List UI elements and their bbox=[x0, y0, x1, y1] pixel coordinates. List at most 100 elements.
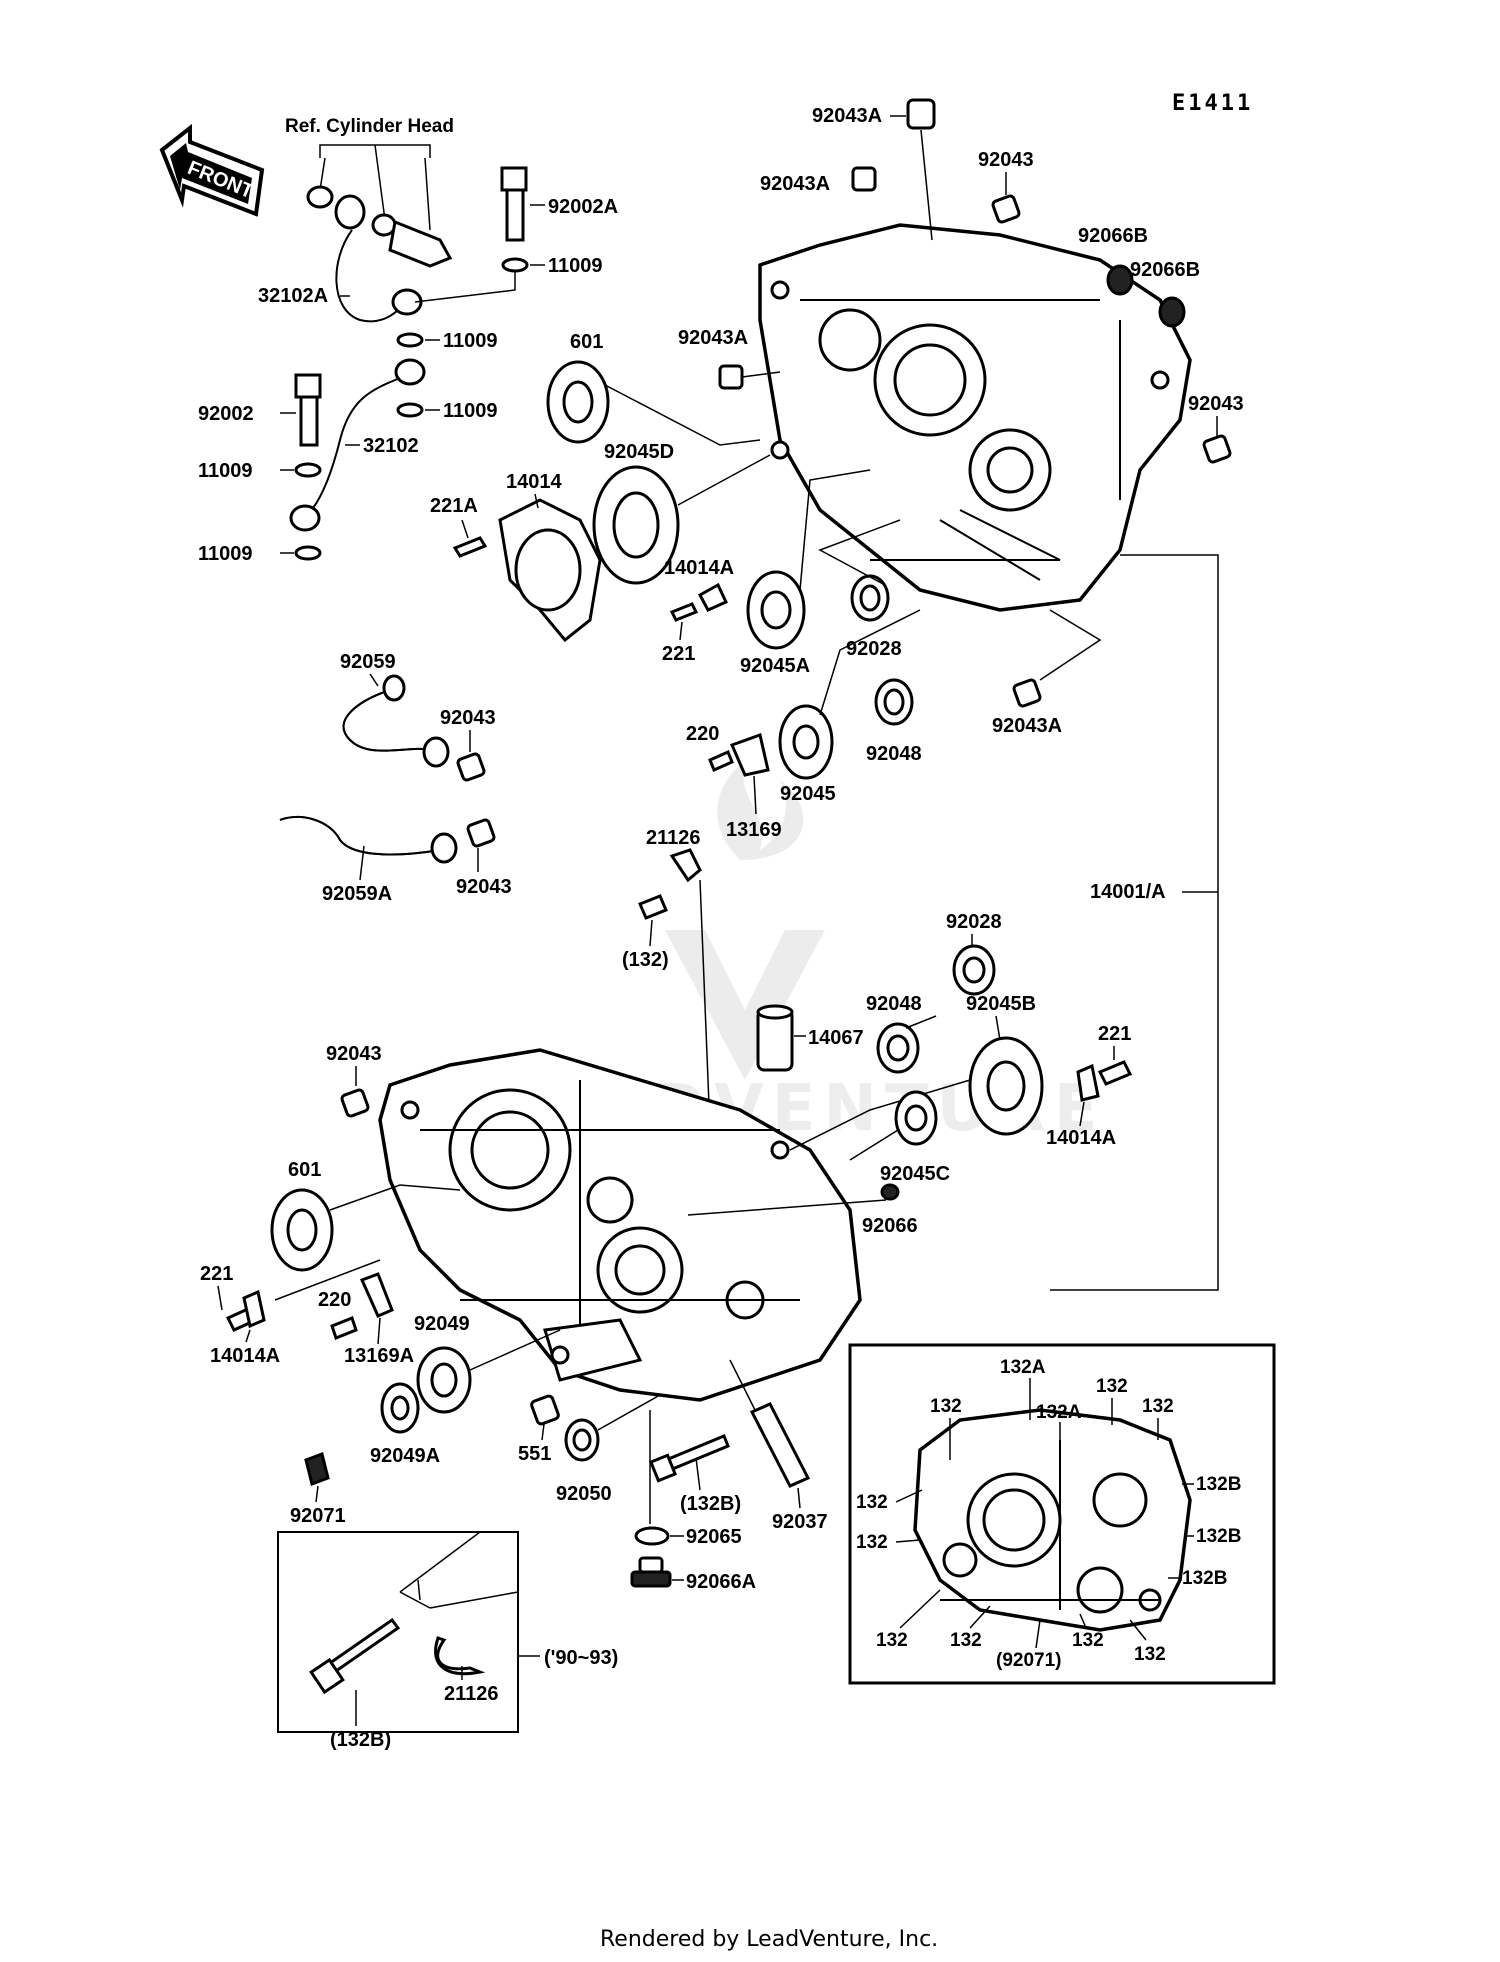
oil-seal-92066b-2 bbox=[1158, 296, 1186, 328]
inset-label-132-c: 132 bbox=[1142, 1396, 1174, 1417]
label-601-low: 601 bbox=[288, 1159, 321, 1181]
label-92048-top: 92048 bbox=[866, 743, 922, 765]
label-32102a: 32102A bbox=[258, 285, 328, 307]
seal-92028-top bbox=[850, 574, 890, 622]
label-551: 551 bbox=[518, 1443, 551, 1465]
bearing-92045c bbox=[894, 1090, 938, 1146]
cover-14014-inner bbox=[514, 528, 582, 612]
seal-92049 bbox=[416, 1346, 472, 1414]
label-221-right: 221 bbox=[1098, 1023, 1131, 1045]
seal-92049a bbox=[380, 1382, 420, 1434]
inset-label-132b-3: 132B bbox=[1182, 1568, 1227, 1589]
hose-92059 bbox=[342, 674, 450, 768]
front-arrow-icon: FRONT bbox=[159, 123, 265, 217]
label-92028-top: 92028 bbox=[846, 638, 902, 660]
washer-11009-b bbox=[396, 332, 424, 348]
label-92043-mid: 92043 bbox=[440, 707, 496, 729]
banjo-bolt-92002a bbox=[500, 166, 529, 273]
label-92045c: 92045C bbox=[880, 1163, 950, 1185]
washer-11009-c bbox=[396, 402, 424, 418]
label-14014a-top: 14014A bbox=[664, 557, 734, 579]
washer-92065 bbox=[634, 1526, 670, 1546]
label-14014a-right: 14014A bbox=[1046, 1127, 1116, 1149]
inset-label-92071: (92071) bbox=[996, 1650, 1062, 1671]
footer-credit: Rendered by LeadVenture, Inc. bbox=[600, 1927, 938, 1952]
dowel-92043-low bbox=[466, 818, 496, 848]
label-14001a: 14001/A bbox=[1090, 881, 1166, 903]
oil-seal-92066b-1 bbox=[1106, 264, 1134, 296]
label-92066a: 92066A bbox=[686, 1571, 756, 1593]
dowel-92043-top bbox=[991, 194, 1021, 224]
label-11009-c: 11009 bbox=[443, 400, 498, 422]
label-221-top: 221 bbox=[662, 643, 695, 665]
inset-label-132a-1: 132A bbox=[1000, 1357, 1046, 1378]
label-92002a: 92002A bbox=[548, 196, 618, 218]
dowel-92043a-3 bbox=[718, 364, 744, 390]
label-92045: 92045 bbox=[780, 783, 836, 805]
drain-plug-92066a bbox=[630, 1556, 672, 1588]
label-11009-d: 11009 bbox=[198, 460, 253, 482]
label-220-top: 220 bbox=[686, 723, 719, 745]
label-32102: 32102 bbox=[363, 435, 419, 457]
washer-11009-e bbox=[294, 545, 322, 561]
label-92071: 92071 bbox=[290, 1505, 346, 1527]
inset-label-132a-2: 132A bbox=[1036, 1402, 1082, 1423]
bearing-92045 bbox=[778, 704, 834, 780]
crankcase-right-half bbox=[758, 223, 1192, 612]
inset-label-132-a: 132 bbox=[930, 1396, 962, 1417]
dowel-551 bbox=[530, 1394, 560, 1426]
label-11009-a: 11009 bbox=[548, 255, 603, 277]
label-92043a-4: 92043A bbox=[992, 715, 1062, 737]
label-14014: 14014 bbox=[506, 471, 562, 493]
label-13169: 13169 bbox=[726, 819, 782, 841]
label-221-left: 221 bbox=[200, 1263, 233, 1285]
label-92043a-top: 92043A bbox=[812, 105, 882, 127]
label-92043-top: 92043 bbox=[978, 149, 1034, 171]
bearing-92045a bbox=[746, 570, 806, 650]
label-92048-low: 92048 bbox=[866, 993, 922, 1015]
label-92043a-2: 92043A bbox=[760, 173, 830, 195]
label-92066: 92066 bbox=[862, 1215, 918, 1237]
screw-220-low bbox=[330, 1316, 358, 1340]
assembly-bracket-14001a bbox=[1050, 554, 1219, 1291]
screw-220-top bbox=[708, 749, 734, 773]
inset-label-132-h: 132 bbox=[1072, 1630, 1104, 1651]
label-92050: 92050 bbox=[556, 1483, 612, 1505]
label-92049: 92049 bbox=[414, 1313, 470, 1335]
seal-92048-low bbox=[876, 1022, 920, 1074]
bolt-132-top bbox=[638, 894, 668, 920]
inset-label-132-i: 132 bbox=[1134, 1644, 1166, 1665]
label-92028-low: 92028 bbox=[946, 911, 1002, 933]
label-11009-b: 11009 bbox=[443, 330, 498, 352]
plate-14014a-top bbox=[697, 582, 729, 612]
label-132b-box: (132B) bbox=[330, 1729, 391, 1751]
label-92043a-3: 92043A bbox=[678, 327, 748, 349]
bearing-92045d bbox=[592, 465, 680, 585]
bearing-601-low bbox=[270, 1188, 334, 1272]
label-14067: 14067 bbox=[808, 1027, 864, 1049]
clamp-21126-top bbox=[669, 848, 702, 883]
dowel-92043-mid bbox=[456, 752, 486, 782]
inset-label-132b-1: 132B bbox=[1196, 1474, 1241, 1495]
label-92043-left: 92043 bbox=[326, 1043, 382, 1065]
dowel-92043-right bbox=[1202, 434, 1232, 464]
label-21126-top: 21126 bbox=[646, 827, 701, 849]
plate-13169 bbox=[729, 733, 770, 777]
label-92043-right: 92043 bbox=[1188, 393, 1244, 415]
label-92066b-1: 92066B bbox=[1078, 225, 1148, 247]
inset-label-132-b: 132 bbox=[1096, 1376, 1128, 1397]
diagram-code: E1411 bbox=[1172, 91, 1253, 116]
variant-box-90-93 bbox=[277, 1531, 519, 1733]
crankcase-left-half bbox=[378, 1048, 862, 1402]
collar-92050 bbox=[564, 1418, 600, 1462]
screw-221-right bbox=[1097, 1060, 1133, 1086]
label-221a: 221A bbox=[430, 495, 478, 517]
label-11009-e: 11009 bbox=[198, 543, 253, 565]
dowel-92043-left bbox=[340, 1088, 370, 1118]
seal-92028-low bbox=[952, 944, 996, 996]
label-92059a: 92059A bbox=[322, 883, 392, 905]
plate-13169a bbox=[359, 1272, 394, 1318]
label-14014a-left: 14014A bbox=[210, 1345, 280, 1367]
seal-92048-top bbox=[874, 678, 914, 726]
